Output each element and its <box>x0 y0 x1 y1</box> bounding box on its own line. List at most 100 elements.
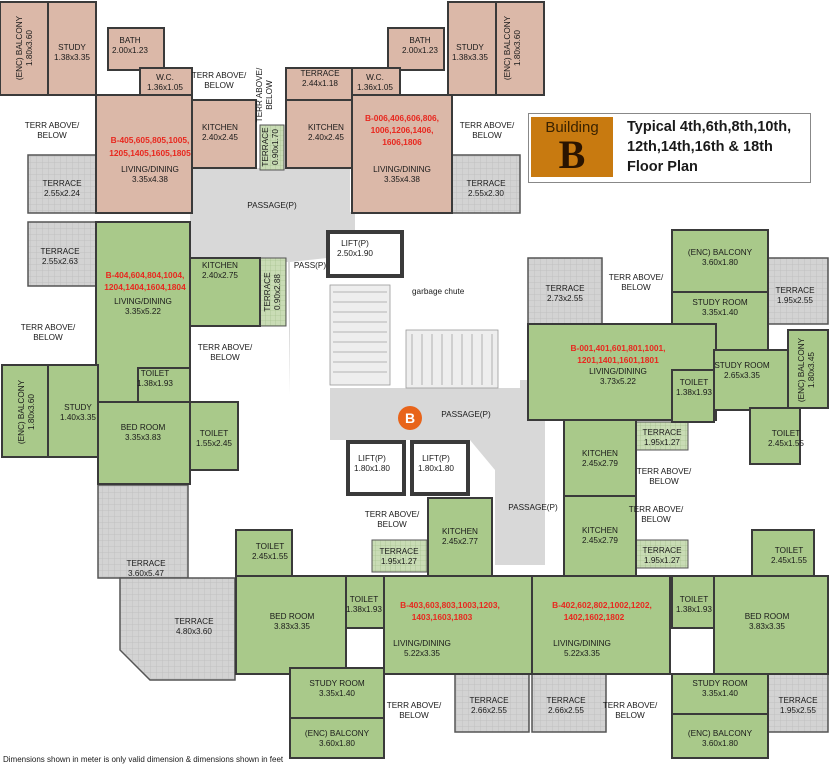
unit-label-001-l2: 1201,1401,1601,1801 <box>577 355 659 365</box>
room-dimension: BELOW <box>621 283 651 292</box>
room-dimension: 2.40x2.45 <box>308 133 344 142</box>
room-dimension: 1.38x1.93 <box>346 605 382 614</box>
building-letter: B <box>558 132 586 177</box>
room-name: STUDY ROOM <box>692 298 748 307</box>
room-label: LIFT(P)2.50x1.90 <box>337 239 373 258</box>
room-name: TERRACE <box>466 179 506 188</box>
room-dimension: 2.45x1.55 <box>768 439 804 448</box>
unit-label-006-l1: B-006,406,606,806, <box>365 113 439 123</box>
room-dimension: 2.40x2.75 <box>202 271 238 280</box>
passage-label-top: PASSAGE(P) <box>247 201 297 210</box>
pink-unit-right <box>285 1 545 214</box>
room-dimension: 2.66x2.55 <box>471 706 507 715</box>
plan-title-line2: 12th,14th,16th & 18th <box>627 139 773 155</box>
room-name: LIFT(P) <box>358 454 386 463</box>
room-dimension: 1.40x3.35 <box>60 413 96 422</box>
room-name: STUDY <box>64 403 92 412</box>
room-name: TERR ABOVE/ <box>25 121 80 130</box>
unit-label-006-l2: 1006,1206,1406, <box>371 125 434 135</box>
tiled-terraces <box>27 154 829 733</box>
room-name: STUDY ROOM <box>692 679 748 688</box>
room-name: BATH <box>409 36 430 45</box>
room-name: LIVING/DINING <box>553 639 611 648</box>
plan-title-line3: Floor Plan <box>627 159 698 175</box>
room-dimension: 4.80x3.60 <box>176 627 212 636</box>
room-dimension: 2.45x2.79 <box>582 459 618 468</box>
unit-label-405-l1: B-405,605,805,1005, <box>111 135 190 145</box>
room-dimension: BELOW <box>210 353 240 362</box>
room-name: (ENC) BALCONY <box>688 248 753 257</box>
room-dimension: BELOW <box>399 711 429 720</box>
room-name: TERRACE <box>546 696 586 705</box>
room-name: KITCHEN <box>582 526 618 535</box>
title-frame <box>528 113 811 183</box>
room-dimension: 1.38x3.35 <box>54 53 90 62</box>
room-dimension: 2.73x2.55 <box>547 294 583 303</box>
room-dimension: 3.35x1.40 <box>702 308 738 317</box>
room-name: TERRACE <box>126 559 166 568</box>
room-name: TOILET <box>772 429 801 438</box>
room-name: TERR ABOVE/ <box>198 343 253 352</box>
room-name: LIVING/DINING <box>373 165 431 174</box>
room-dimension: 1.95x1.27 <box>381 557 417 566</box>
room-dimension: 1.38x1.93 <box>676 388 712 397</box>
unit-label-001-l1: B-001,401,601,801,1001, <box>571 343 666 353</box>
room-name: KITCHEN <box>308 123 344 132</box>
room-label: LIFT(P)1.80x1.80 <box>418 454 454 473</box>
building-word: Building <box>545 119 599 136</box>
passage-label-right: PASSAGE(P) <box>508 503 558 512</box>
room-name: TERRACE <box>642 546 682 555</box>
room-name: W.C. <box>366 73 384 82</box>
room-name: (ENC) BALCONY <box>688 729 753 738</box>
passage-label-center: PASSAGE(P) <box>441 410 491 419</box>
room-label: TERR ABOVE/BELOW <box>198 343 253 362</box>
plan-title: Typical 4th,6th,8th,10th, 12th,14th,16th… <box>627 117 817 177</box>
staircase <box>329 284 499 389</box>
room-dimension: 3.35x1.40 <box>319 689 355 698</box>
room-label: TERR ABOVE/BELOW <box>603 701 658 720</box>
unit-label-006-l3: 1606,1806 <box>382 137 422 147</box>
room-name: TERR ABOVE/ <box>460 121 515 130</box>
unit-label-404-l1: B-404,604,804,1004, <box>106 270 185 280</box>
room-dimension: 2.45x1.55 <box>771 556 807 565</box>
room-label: TERR ABOVE/BELOW <box>192 71 247 90</box>
building-badge: Building B <box>531 117 613 177</box>
room-dimension: 3.60x5.47 <box>128 569 164 578</box>
room-dimension: 2.66x2.55 <box>548 706 584 715</box>
room-name: TERRACE <box>775 286 815 295</box>
room-dimension: 1.80x3.60 <box>513 30 522 66</box>
common-passage <box>190 168 545 565</box>
room-dimension: 1.80x1.80 <box>354 464 390 473</box>
room-name: TOILET <box>680 595 709 604</box>
room-name: TERR ABOVE/ <box>387 701 442 710</box>
room-name: TERR ABOVE/ <box>365 510 420 519</box>
room-label: TERR ABOVE/BELOW <box>255 67 274 122</box>
room-dimension: 1.80x3.60 <box>27 394 36 430</box>
lift-shafts <box>326 230 470 496</box>
room-dimension: 3.83x3.35 <box>749 622 785 631</box>
green-units <box>1 221 829 759</box>
room-dimension: 2.55x2.30 <box>468 189 504 198</box>
room-name: W.C. <box>156 73 174 82</box>
